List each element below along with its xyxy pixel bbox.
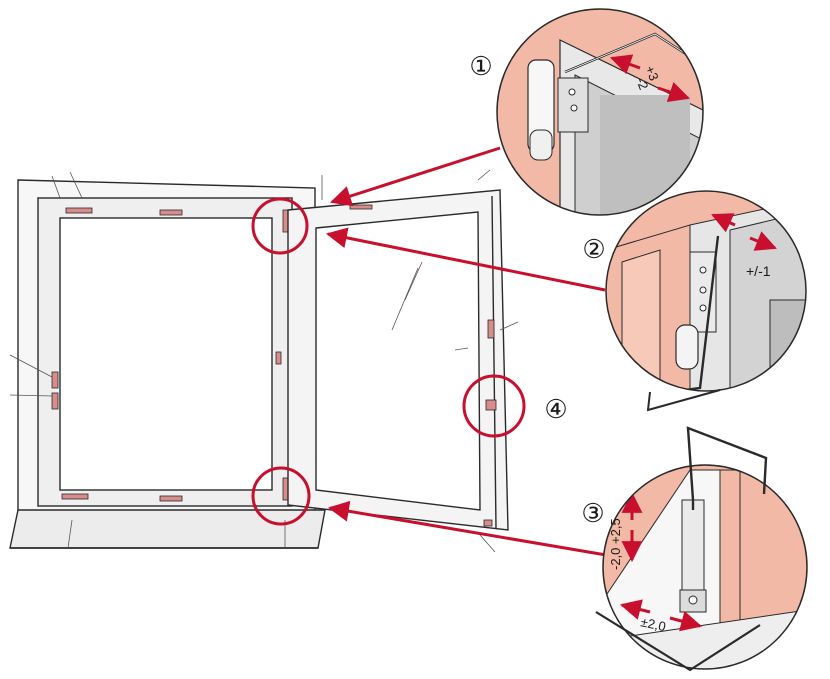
- callout-3-adjust-horizontal: ±2,0: [639, 614, 667, 634]
- callout-3-adjust-vertical: -2,0 +2,5: [608, 518, 623, 570]
- allen-key-2: [649, 235, 720, 391]
- detail-callout-3: -2,0 +2,5 ±2,0: [595, 426, 808, 672]
- highlight-circle-handle: [462, 374, 526, 438]
- window-fixed-frame: [9, 179, 326, 549]
- arrow-callout-1: [330, 146, 501, 207]
- allen-key-2-handle: [646, 389, 721, 412]
- detail-callout-1: +3 -2: [496, 8, 704, 216]
- sash-hardware-marks: [349, 204, 497, 527]
- detail-callout-2: +/-1: [605, 190, 807, 412]
- callout-1-number: ①: [469, 51, 492, 81]
- callout-2-number: ②: [582, 234, 605, 264]
- callout-2-adjust: +/-1: [746, 263, 771, 279]
- allen-key-3: [686, 426, 768, 501]
- sash-details: [391, 169, 519, 553]
- callout-1-adjust-minus: -2: [633, 76, 651, 92]
- allen-key-3-lower: [595, 611, 761, 672]
- callout-3-number: ③: [581, 498, 604, 528]
- highlight-circles: [251, 197, 526, 526]
- arrow-callout-3: [327, 500, 607, 557]
- hinge-bottom-body: [681, 499, 705, 596]
- frame-hardware-marks: [51, 207, 290, 502]
- pointer-arrows: [325, 146, 607, 557]
- highlight-circle-top-hinge: [251, 197, 309, 255]
- callout-1-adjust-plus: +3: [642, 64, 661, 83]
- window-open-sash: [287, 189, 509, 531]
- callout-4-number: ④: [544, 394, 567, 424]
- highlight-circle-bottom-hinge: [251, 466, 311, 526]
- sketch-lines: [9, 171, 323, 549]
- arrow-callout-2: [325, 227, 606, 292]
